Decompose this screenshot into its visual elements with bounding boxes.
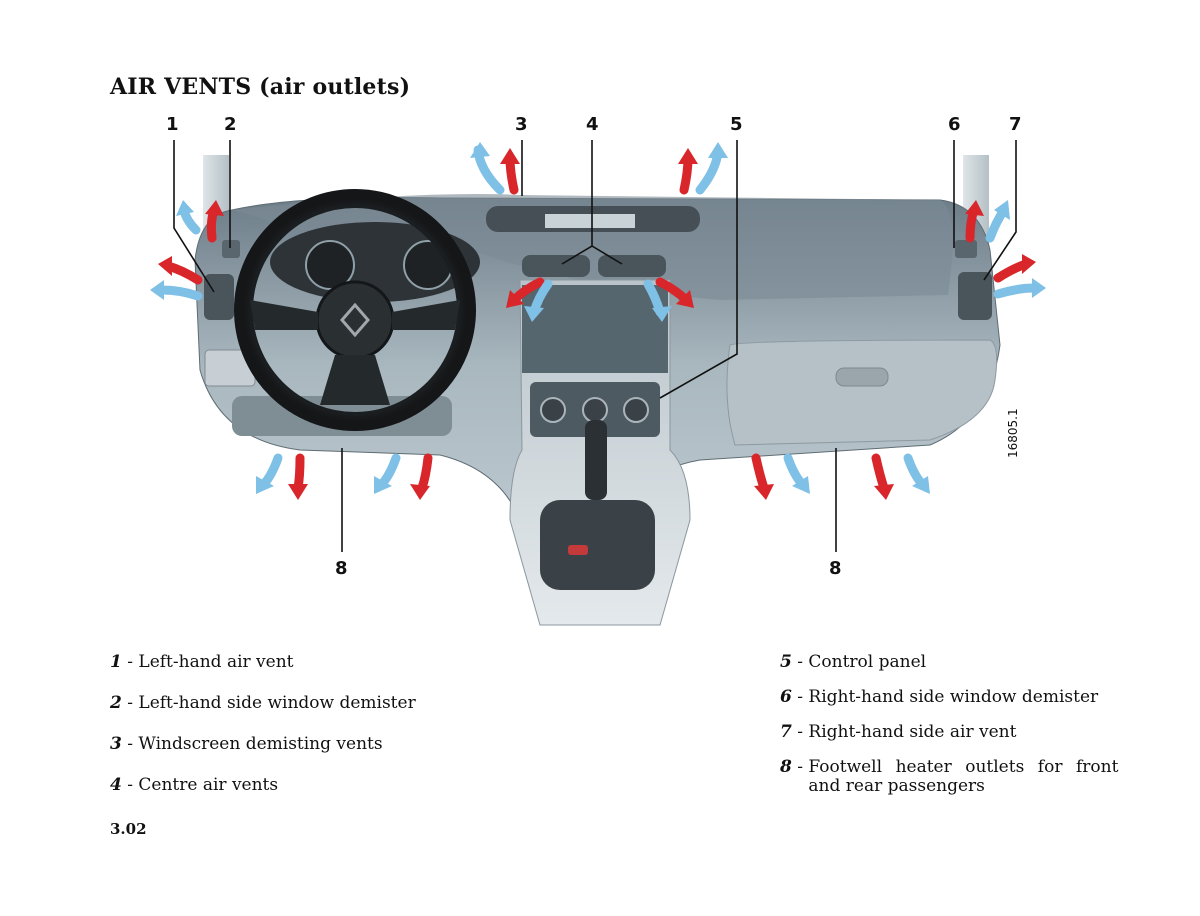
legend-item: 7 - Right-hand side air vent [780,722,1017,742]
legend-text: Centre air vents [138,775,279,795]
right-demister-vent [955,240,977,258]
callout-8-left: 8 [335,558,348,579]
legend-item: 3 - Windscreen demisting vents [110,734,383,754]
arrow-cold [903,453,927,489]
control-knob-left [540,397,566,423]
centre-vent-left [522,255,590,277]
callout-2: 2 [224,114,237,135]
display-panel [522,285,668,373]
legend-text: Right-hand side air vent [808,722,1017,742]
leader-5 [659,140,738,399]
handbrake-button [568,545,588,555]
steering-wheel-rim [234,189,476,431]
legend-number: 4 [110,775,122,795]
steering-spoke-bottom [320,355,390,405]
callout-7: 7 [1009,114,1022,135]
arrow-cold [783,453,807,489]
arrow-cold [259,453,283,489]
gear-boot [540,500,655,590]
legend-number: 8 [780,757,792,777]
leader-1 [173,140,215,293]
renault-logo [340,302,370,338]
callout-8-right: 8 [829,558,842,579]
leader-4 [561,140,623,265]
control-knob-centre [582,397,608,423]
page-title: AIR VENTS (air outlets) [110,74,411,100]
steering-airbag [315,280,395,360]
legend-number: 7 [780,722,792,742]
left-demister-vent [222,240,240,258]
arrow-hot [993,259,1031,283]
arrow-hot [871,453,889,493]
arrow-cold [377,453,401,489]
legend-number: 2 [110,693,122,713]
speedometer [305,240,355,290]
leader-7 [983,140,1017,281]
callout-4: 4 [586,114,599,135]
legend-text: Left-hand side window demister [138,693,416,713]
legend-item: 6 - Right-hand side window demister [780,687,1099,707]
legend-number: 1 [110,652,122,672]
control-knob-right [623,397,649,423]
arrow-hot [163,261,203,285]
right-side-vent [958,272,992,320]
callout-1: 1 [166,114,179,135]
arrow-cold [157,285,203,301]
legend-item: 1 - Left-hand air vent [110,652,294,672]
legend-text: Control panel [808,652,927,672]
centre-vent-right [598,255,666,277]
clock-display [545,214,635,228]
steering-spoke-right [392,300,460,330]
legend-item: 4 - Centre air vents [110,775,279,795]
glovebox-handle [835,367,889,387]
left-side-vent [204,274,234,320]
legend-text: Right-hand side window demister [808,687,1099,707]
steering-spoke-left [250,300,318,330]
legend-item: 8 - Footwell heater outlets for front an… [780,757,1119,796]
arrow-hot [293,453,305,493]
legend-number: 3 [110,734,122,754]
image-reference: 16805.1 [1006,408,1020,458]
glovebox [726,339,998,446]
legend-item: 2 - Left-hand side window demister [110,693,416,713]
arrow-hot [751,453,769,493]
callout-6: 6 [948,114,961,135]
legend-text: Footwell heater outlets for front and re… [808,757,1119,796]
legend-text: Windscreen demisting vents [138,734,383,754]
arrow-hot [417,453,433,493]
steering-wheel-rim-inner [249,204,461,416]
air-flow-arrows [150,142,1046,500]
legend-item: 5 - Control panel [780,652,927,672]
callout-5: 5 [730,114,743,135]
callout-leaders [173,140,1017,552]
legend-number: 5 [780,652,792,672]
callout-3: 3 [515,114,528,135]
page-number: 3.02 [110,820,147,838]
legend-number: 6 [780,687,792,707]
gear-lever [585,420,607,500]
arrow-cold [993,283,1039,299]
legend-text: Left-hand air vent [138,652,294,672]
